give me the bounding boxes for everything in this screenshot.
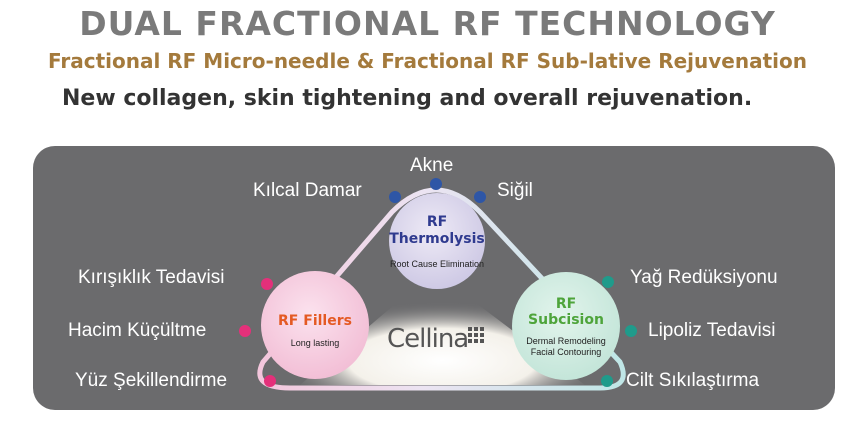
cellina-logo: Cellina	[387, 324, 469, 354]
subcision-title: Subcision	[528, 312, 604, 328]
center-glow	[300, 287, 585, 385]
label-hacim: Hacim Küçültme	[68, 320, 207, 341]
label-kilcal-damar: Kılcal Damar	[253, 180, 362, 201]
label-lipoliz: Lipoliz Tedavisi	[648, 320, 776, 341]
label-kirisiklik: Kırışıklık Tedavisi	[78, 267, 225, 288]
dot-kirisiklik	[261, 278, 273, 290]
dot-hacim	[239, 325, 251, 337]
tagline: New collagen, skin tightening and overal…	[62, 86, 753, 111]
fillers-circle	[261, 271, 369, 379]
label-yag: Yağ Redüksiyonu	[630, 267, 778, 288]
subcision-sub1: Dermal Remodeling	[526, 336, 606, 346]
label-sigil: Siğil	[497, 180, 533, 201]
thermolysis-rf: RF	[426, 214, 448, 230]
dot-yag	[602, 276, 614, 288]
dot-kilcal-damar	[389, 191, 401, 203]
dot-lipoliz	[625, 325, 637, 337]
dot-sigil	[474, 191, 486, 203]
dot-yuz	[264, 375, 276, 387]
label-yuz: Yüz Şekillendirme	[75, 370, 228, 391]
page-subtitle: Fractional RF Micro-needle & Fractional …	[47, 49, 808, 73]
dot-cilt	[601, 375, 613, 387]
cycle-path	[257, 187, 626, 391]
fillers-sub: Long lasting	[290, 338, 340, 348]
subcision-circle	[512, 272, 620, 380]
thermolysis-sub: Root Cause Elimination	[389, 259, 485, 269]
page-title: DUAL FRACTIONAL RF TECHNOLOGY	[79, 4, 776, 43]
thermolysis-title: Thermolysis	[389, 231, 485, 247]
label-cilt: Cilt Sıkılaştırma	[626, 370, 760, 391]
logo-grid-icon	[468, 327, 484, 343]
dot-akne	[430, 178, 442, 190]
thermolysis-circle	[389, 193, 485, 289]
fillers-title: RF Fillers	[278, 313, 352, 329]
subcision-rf: RF	[555, 296, 577, 312]
label-akne: Akne	[410, 155, 454, 176]
subcision-sub2: Facial Contouring	[530, 347, 602, 357]
